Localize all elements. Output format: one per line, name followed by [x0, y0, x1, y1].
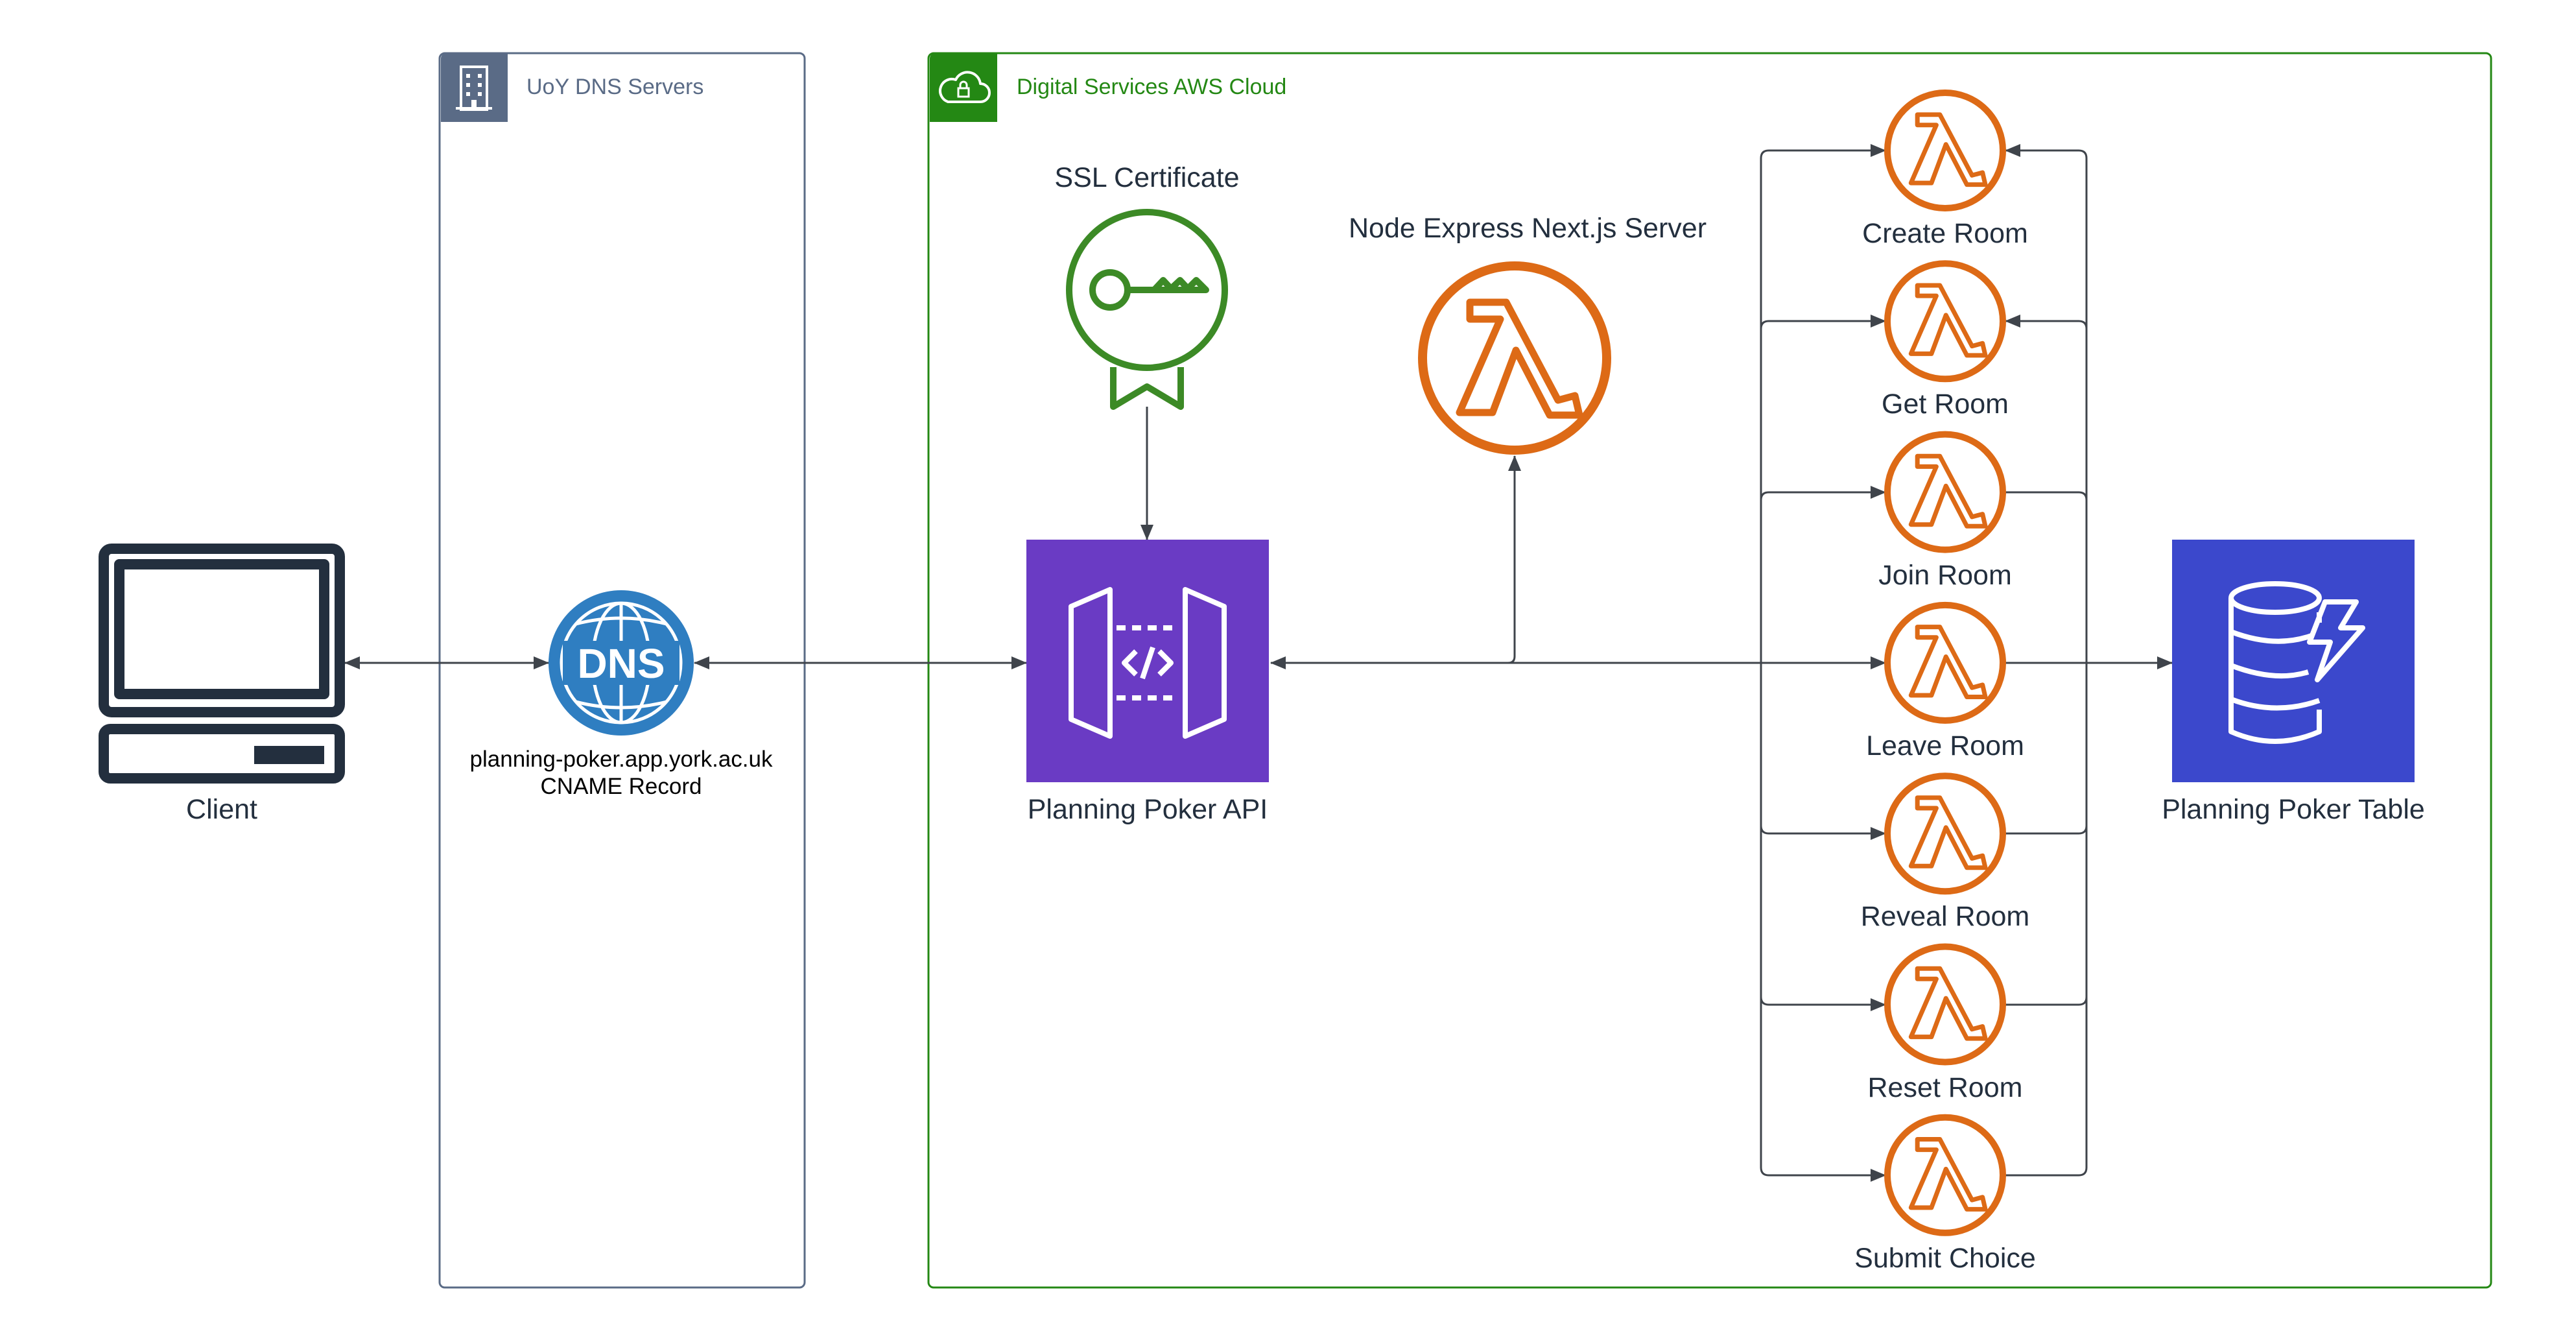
lambda-reset-room-label: Reset Room — [1867, 1072, 2023, 1103]
uoy-dns-group-title: UoY DNS Servers — [526, 75, 704, 99]
connections — [344, 144, 2173, 1182]
dns-record-type: CNAME Record — [540, 774, 702, 799]
ssl-certificate-label: SSL Certificate — [1054, 162, 1240, 193]
lambda-get-room-icon — [1884, 260, 2006, 383]
dns-hostname: planning-poker.app.york.ac.uk — [469, 747, 773, 772]
desktop-computer-icon — [99, 544, 345, 784]
certificate-key-icon — [1066, 209, 1228, 410]
dns-record-label: planning-poker.app.york.ac.uk CNAME Reco… — [459, 746, 783, 800]
lambda-create-room-label: Create Room — [1862, 218, 2028, 249]
uoy-dns-servers-group — [438, 52, 806, 1289]
client-label: Client — [186, 794, 257, 825]
lambda-out-edges — [2005, 144, 2088, 1177]
lambda-leave-room-icon — [1884, 601, 2006, 724]
lambda-submit-choice-label: Submit Choice — [1854, 1243, 2036, 1274]
aws-cloud-group — [927, 52, 2492, 1289]
office-building-icon — [441, 53, 508, 122]
dynamodb-icon — [2172, 540, 2415, 782]
lambda-reveal-room-label: Reveal Room — [1860, 901, 2030, 932]
lambda-get-room-label: Get Room — [1882, 389, 2009, 420]
lambda-functions — [1884, 90, 2006, 1236]
lambda-leave-room-label: Leave Room — [1866, 730, 2024, 761]
lambda-in-edges — [1760, 144, 1886, 1182]
table-label: Planning Poker Table — [2162, 794, 2425, 825]
dns-globe-icon: DNS — [549, 590, 694, 736]
aws-cloud-group-title: Digital Services AWS Cloud — [1017, 75, 1287, 99]
server-label: Node Express Next.js Server — [1348, 213, 1707, 244]
lambda-icon — [1418, 261, 1611, 455]
lambda-join-room-label: Join Room — [1878, 560, 2012, 591]
lambda-join-room-icon — [1884, 431, 2006, 553]
lambda-create-room-icon — [1884, 90, 2006, 211]
lambda-reset-room-icon — [1884, 943, 2006, 1066]
lambda-reveal-room-icon — [1884, 772, 2006, 895]
lambda-submit-choice-icon — [1884, 1114, 2006, 1236]
api-label: Planning Poker API — [1027, 794, 1268, 825]
aws-cloud-icon — [930, 53, 997, 122]
dns-badge-text: DNS — [577, 640, 665, 687]
edge-api-server — [1271, 455, 1521, 664]
api-gateway-icon — [1026, 540, 1269, 782]
